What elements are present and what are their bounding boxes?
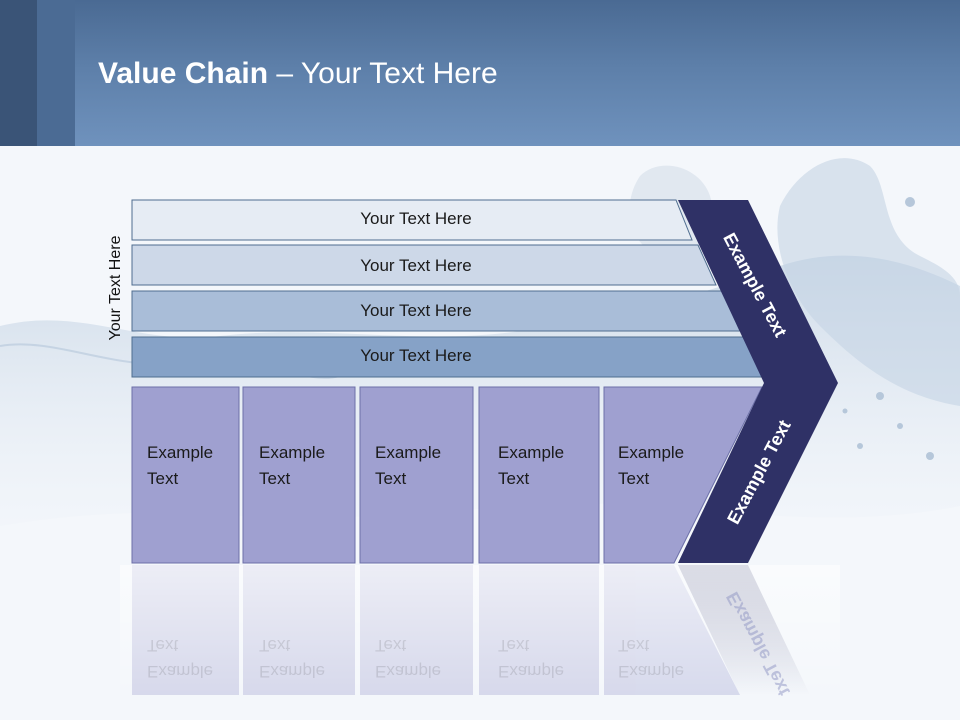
primary-box-2-reflection-label: Example Text	[259, 632, 325, 684]
primary-box-4	[478, 386, 600, 564]
header-accent-strip	[37, 0, 75, 146]
box-label-line: Text	[498, 636, 530, 655]
box-label-line: Text	[618, 636, 650, 655]
box-label-line: Example	[147, 443, 214, 462]
box-label-line: Text	[259, 636, 291, 655]
primary-box-2	[242, 386, 356, 564]
box-label-line: Example	[375, 662, 442, 681]
box-label-line: Example	[259, 662, 326, 681]
box-label-line: Example	[147, 662, 214, 681]
box-label-line: Example	[498, 443, 565, 462]
box-label-line: Text	[259, 469, 291, 488]
header-accent-strip	[0, 0, 37, 146]
support-bar-4-label: Your Text Here	[360, 346, 472, 365]
primary-box-5-reflection-label: Example Text	[618, 632, 684, 684]
box-label-line: Text	[618, 469, 650, 488]
box-label-line: Text	[375, 469, 407, 488]
primary-box-3	[359, 386, 474, 564]
box-label-line: Text	[147, 636, 179, 655]
title-rest: – Your Text Here	[268, 57, 498, 90]
primary-box-5	[603, 386, 763, 564]
margin-chevron	[678, 200, 838, 563]
title-bold: Value Chain	[98, 57, 269, 90]
box-label-line: Example	[618, 662, 685, 681]
support-bar-1-label: Your Text Here	[360, 209, 472, 228]
box-label-line: Text	[147, 469, 179, 488]
support-activities-label: Your Text Here	[107, 235, 124, 341]
box-label-line: Text	[375, 636, 407, 655]
box-label-line: Example	[498, 662, 565, 681]
primary-box-1	[131, 386, 240, 564]
support-bar-3-label: Your Text Here	[360, 301, 472, 320]
box-label-line: Example	[259, 443, 326, 462]
support-bar-2	[131, 244, 717, 286]
primary-box-3-reflection-label: Example Text	[375, 632, 441, 684]
box-label-line: Example	[618, 443, 685, 462]
primary-box-4-reflection-label: Example Text	[498, 632, 564, 684]
slide-title: Value Chain – Your Text Here	[98, 52, 498, 96]
reflection-fade	[120, 565, 840, 700]
slide-header: Value Chain – Your Text Here	[0, 0, 960, 146]
primary-box-1-reflection-label: Example Text	[147, 632, 213, 684]
box-label-line: Text	[498, 469, 530, 488]
box-label-line: Example	[375, 443, 442, 462]
support-bar-2-label: Your Text Here	[360, 256, 472, 275]
support-bar-1	[131, 199, 693, 241]
